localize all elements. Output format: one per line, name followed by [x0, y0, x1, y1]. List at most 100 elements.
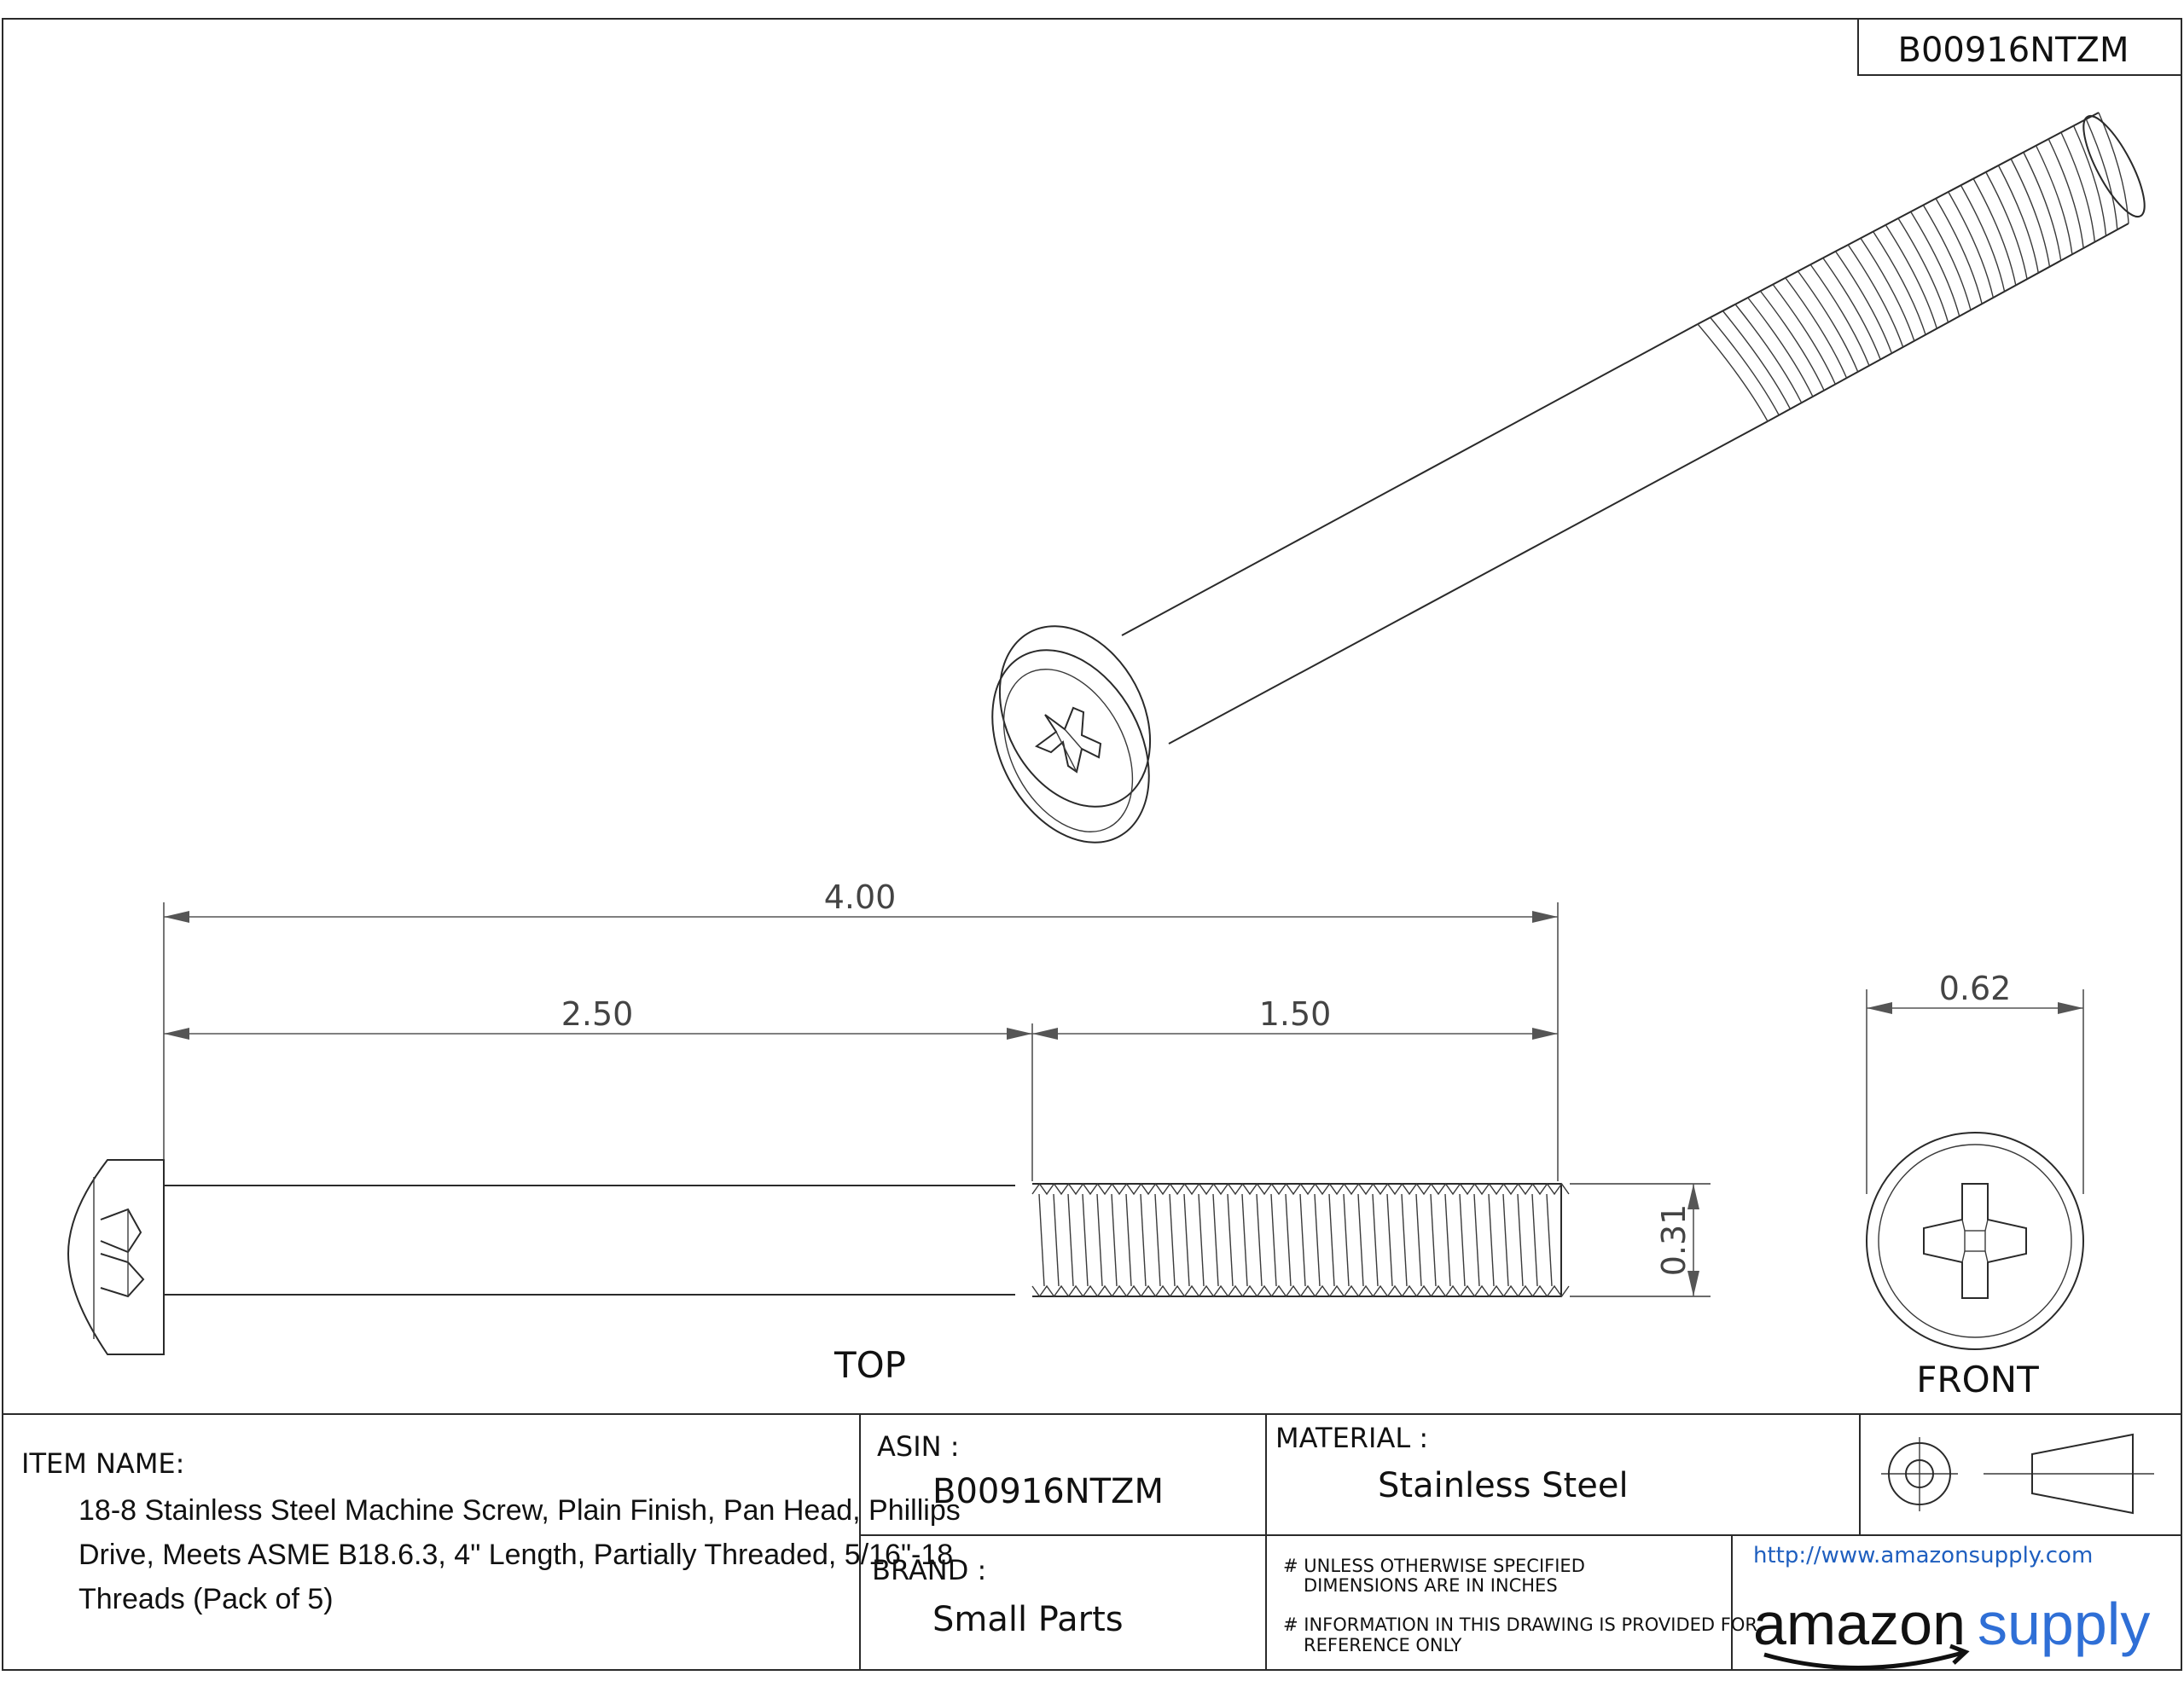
dim-overall-length: 4.00 [824, 878, 897, 916]
thread-ridge [1546, 1193, 1553, 1287]
iso-thread-ridge [1985, 171, 2028, 280]
amazon-supply-logo: amazon supply [1753, 1591, 2150, 1670]
brand-value: Small Parts [932, 1600, 1124, 1639]
note-2-line-2: REFERENCE ONLY [1304, 1635, 1462, 1655]
iso-thread-ridge [1948, 191, 1995, 299]
iso-thread-ridge [2060, 131, 2096, 242]
asin-tag: B00916NTZM [1857, 18, 2182, 76]
thread-ridge [1183, 1193, 1190, 1287]
thread-ridge [1357, 1193, 1364, 1287]
iso-thread-ridge [1922, 205, 1972, 310]
logo-word-amazon: amazon [1753, 1591, 1966, 1657]
view-label-front: FRONT [1916, 1359, 2039, 1400]
thread-ridge [1038, 1193, 1045, 1287]
thread-ridge [1111, 1193, 1118, 1287]
material-value: Stainless Steel [1378, 1466, 1629, 1505]
iso-thread-ridge [1822, 258, 1881, 360]
thread-ridge [1401, 1193, 1408, 1287]
item-name-label: ITEM NAME: [21, 1447, 184, 1480]
note-1-line-2: DIMENSIONS ARE IN INCHES [1304, 1575, 1558, 1596]
thread-ridge [1459, 1193, 1466, 1287]
iso-thread-ridge [2010, 158, 2051, 267]
iso-thread-ridge [2048, 138, 2084, 249]
thread-ridge [1328, 1193, 1335, 1287]
logo-word-supply: supply [1978, 1591, 2150, 1657]
thread-ridge [1415, 1193, 1422, 1287]
supplier-url[interactable]: http://www.amazonsupply.com [1753, 1543, 2093, 1568]
iso-thread-ridge [1785, 277, 1848, 379]
logo-smile-icon [1763, 1650, 1963, 1670]
isometric-view [991, 112, 2146, 844]
thread-ridge [1517, 1193, 1524, 1287]
thread-ridge [1473, 1193, 1480, 1287]
iso-thread-ridge [1759, 290, 1825, 391]
iso-thread-ridge [1797, 270, 1859, 373]
thread-ridge [1053, 1193, 1060, 1287]
thread-ridge [1125, 1193, 1132, 1287]
note-2-line-1: # INFORMATION IN THIS DRAWING IS PROVIDE… [1283, 1615, 1757, 1635]
iso-thread-ridge [1697, 323, 1769, 422]
sheet-border [2, 18, 2182, 1671]
dim-threaded-length: 1.50 [1259, 995, 1332, 1033]
iso-thread-ridge [1910, 211, 1960, 316]
thread-ridge [1285, 1193, 1292, 1287]
projection-symbol [1881, 1433, 2154, 1515]
material-label: MATERIAL : [1275, 1422, 1428, 1454]
iso-thread-ridge [1997, 165, 2039, 274]
item-name-line-1: 18-8 Stainless Steel Machine Screw, Plai… [78, 1494, 961, 1527]
iso-thread-ridge [1710, 316, 1780, 416]
iso-thread-ridge [1873, 231, 1926, 335]
iso-thread-ridge [1935, 198, 1983, 304]
iso-thread-ridge [1747, 297, 1814, 397]
thread-ridge [1154, 1193, 1161, 1287]
iso-thread-ridge [1972, 178, 2017, 286]
thread-ridge [1212, 1193, 1219, 1287]
thread-ridge [1227, 1193, 1234, 1287]
top-view: TOP [67, 1159, 1570, 1386]
iso-thread-ridge [2098, 112, 2129, 224]
dim-unthreaded-length: 2.50 [561, 995, 634, 1033]
iso-thread-ridge [2085, 119, 2118, 230]
iso-thread-ridge [1722, 310, 1792, 409]
dim-head-diameter: 0.62 [1939, 970, 2012, 1007]
thread-ridge [1299, 1193, 1306, 1287]
thread-ridge [1198, 1193, 1205, 1287]
iso-thread-ridge [1960, 184, 2006, 292]
iso-thread-ridge [1809, 264, 1870, 367]
thread-ridge [1067, 1193, 1074, 1287]
thread-ridge [1444, 1193, 1451, 1287]
iso-thread-ridge [2072, 125, 2107, 236]
dim-thread-diameter: 0.31 [1655, 1204, 1693, 1277]
asin-tag-text: B00916NTZM [1898, 31, 2129, 70]
asin-value: B00916NTZM [932, 1472, 1164, 1511]
thread-ridge [1386, 1193, 1393, 1287]
item-name-line-2: Drive, Meets ASME B18.6.3, 4" Length, Pa… [78, 1539, 953, 1571]
thread-ridge [1256, 1193, 1263, 1287]
thread-crest-top [1031, 1182, 1570, 1196]
thread-ridge [1343, 1193, 1350, 1287]
thread-ridge [1430, 1193, 1437, 1287]
iso-thread-ridge [1834, 251, 1893, 354]
thread-ridge [1169, 1193, 1176, 1287]
iso-thread-ridges [1697, 112, 2129, 422]
iso-thread-ridge [1897, 217, 1949, 323]
thread-ridge [1241, 1193, 1248, 1287]
thread-ridge [1502, 1193, 1509, 1287]
thread-ridge [1082, 1193, 1089, 1287]
iso-thread-ridge [1772, 284, 1836, 385]
top-thread-pattern [1031, 1182, 1570, 1298]
iso-thread-ridge [2035, 145, 2073, 255]
asin-label: ASIN : [877, 1430, 960, 1463]
thread-ridge [1270, 1193, 1277, 1287]
thread-ridge [1140, 1193, 1147, 1287]
thread-ridge [1488, 1193, 1495, 1287]
title-block: ITEM NAME: 18-8 Stainless Steel Machine … [3, 1413, 2181, 1670]
item-name-line-3: Threads (Pack of 5) [78, 1583, 334, 1615]
iso-thread-ridge [1734, 304, 1803, 403]
thread-ridge [1096, 1193, 1103, 1287]
note-1-line-1: # UNLESS OTHERWISE SPECIFIED [1283, 1556, 1585, 1576]
front-view: FRONT [1866, 1132, 2084, 1400]
iso-thread-ridge [1885, 224, 1937, 329]
iso-thread-ridge [2023, 152, 2062, 261]
